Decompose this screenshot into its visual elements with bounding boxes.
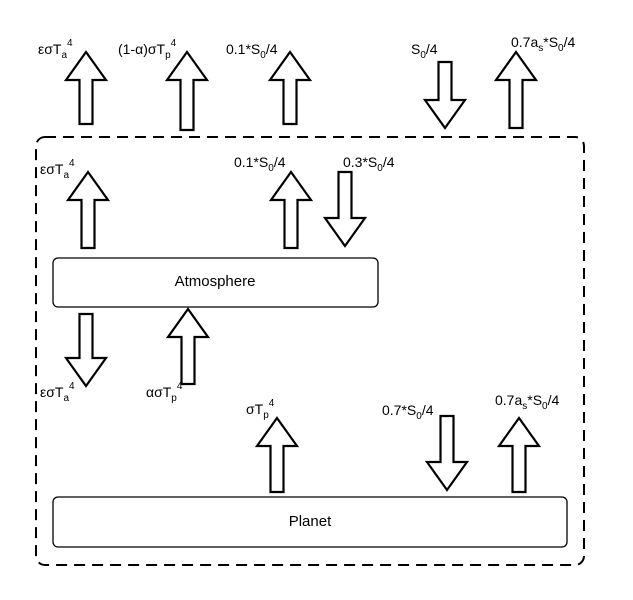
arrow-surf-emission-up xyxy=(254,416,300,494)
arrow-surf-incoming-down xyxy=(424,414,470,492)
arrow-top-reflect-atm-up xyxy=(267,50,313,126)
atmosphere-box xyxy=(52,257,379,308)
planet-box xyxy=(52,496,568,548)
label-top-reflect-atm: 0.1*S0/4 xyxy=(226,41,278,61)
label-surf-incoming: 0.7*S0/4 xyxy=(382,402,434,422)
label-top-atm-emission: εσTa4 xyxy=(38,38,73,61)
label-mid-atm-up: εσTa4 xyxy=(40,158,75,181)
label-surf-reflect: 0.7as*S0/4 xyxy=(495,392,559,412)
label-surf-emission: σTp4 xyxy=(246,398,275,421)
arrow-top-atm-emission-up xyxy=(63,50,109,126)
arrow-top-planet-emission-up xyxy=(164,50,210,132)
arrow-mid-atm-up xyxy=(65,170,111,250)
arrow-mid-reflect-atm-up xyxy=(268,170,314,250)
label-top-incoming-solar: S0/4 xyxy=(411,41,438,61)
label-low-atm-down: εσTa4 xyxy=(40,381,75,404)
label-mid-absorbed-atm: 0.3*S0/4 xyxy=(343,154,395,174)
planet-label: Planet xyxy=(289,513,332,530)
label-mid-reflect-atm: 0.1*S0/4 xyxy=(234,154,286,174)
arrow-top-incoming-solar-down xyxy=(422,60,468,130)
arrow-surf-reflect-up xyxy=(496,416,542,494)
arrow-top-reflect-surface-up xyxy=(493,50,539,130)
label-top-reflect-surface: 0.7as*S0/4 xyxy=(511,34,575,54)
atmosphere-label: Atmosphere xyxy=(175,273,256,290)
label-top-planet-emission: (1-α)σTp4 xyxy=(118,38,177,61)
system-boundary xyxy=(35,136,585,566)
arrow-low-absorbed-by-atm-up xyxy=(165,307,211,386)
arrow-mid-absorbed-atm-down xyxy=(322,170,368,248)
label-low-absorbed-by-atm: ασTp4 xyxy=(146,381,183,404)
flux-labels: εσTa4 (1-α)σTp4 0.1*S0/4 S0/4 0.7as*S0/4… xyxy=(38,34,575,422)
flux-arrows xyxy=(63,50,542,494)
arrow-low-atm-down xyxy=(63,312,109,388)
